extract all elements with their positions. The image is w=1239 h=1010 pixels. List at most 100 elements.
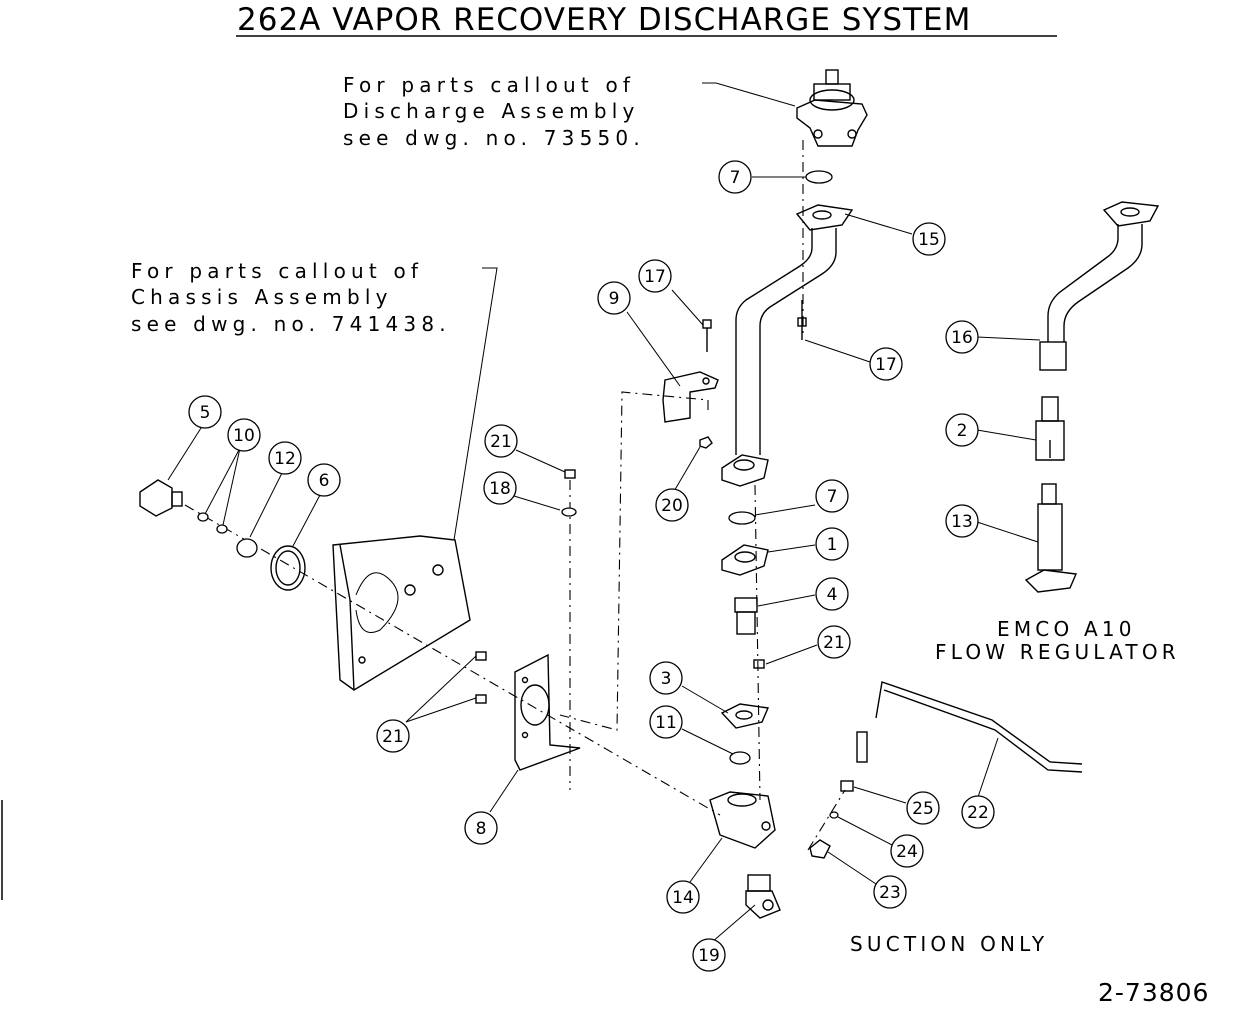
svg-text:15: 15 bbox=[918, 230, 940, 250]
callout-20: 20 bbox=[655, 488, 689, 522]
svg-text:11: 11 bbox=[655, 713, 677, 733]
svg-text:8: 8 bbox=[476, 819, 487, 839]
callout-6: 6 bbox=[307, 463, 341, 497]
callout-21-middle: 21 bbox=[817, 625, 851, 659]
regulator-fitting bbox=[1024, 483, 1078, 593]
sleeve bbox=[856, 731, 868, 763]
flow-regulator-body bbox=[1035, 396, 1065, 461]
flange bbox=[721, 544, 769, 576]
callout-18: 18 bbox=[483, 471, 517, 505]
svg-text:3: 3 bbox=[661, 669, 672, 689]
svg-text:4: 4 bbox=[827, 585, 838, 605]
suction-only-caption: SUCTION ONLY bbox=[850, 932, 1048, 956]
svg-text:Discharge Assembly: Discharge Assembly bbox=[343, 99, 640, 123]
svg-text:19: 19 bbox=[698, 946, 720, 966]
svg-text:1: 1 bbox=[827, 535, 838, 555]
callout-5: 5 bbox=[188, 395, 222, 429]
screw-21-middle bbox=[753, 659, 765, 669]
callout-7-top: 7 bbox=[718, 160, 752, 194]
callout-7-lower: 7 bbox=[815, 479, 849, 513]
small-ring-a bbox=[197, 512, 209, 522]
callout-9: 9 bbox=[597, 281, 631, 315]
callout-11: 11 bbox=[649, 705, 683, 739]
svg-text:21: 21 bbox=[823, 633, 845, 653]
bracket-upper bbox=[662, 371, 719, 423]
callout-2: 2 bbox=[945, 413, 979, 447]
callout-1: 1 bbox=[815, 527, 849, 561]
svg-text:see dwg. no. 741438.: see dwg. no. 741438. bbox=[131, 312, 451, 336]
svg-text:EMCO A10: EMCO A10 bbox=[997, 617, 1136, 641]
screw-lower bbox=[797, 300, 807, 340]
discharge-tube bbox=[721, 204, 854, 487]
svg-text:18: 18 bbox=[489, 479, 511, 499]
svg-text:21: 21 bbox=[490, 432, 512, 452]
fitting-23 bbox=[809, 839, 831, 859]
washer bbox=[561, 507, 577, 517]
svg-text:24: 24 bbox=[896, 842, 918, 862]
callout-24: 24 bbox=[890, 834, 924, 868]
svg-text:12: 12 bbox=[274, 449, 296, 469]
svg-text:6: 6 bbox=[319, 471, 330, 491]
inlet-gasket bbox=[720, 703, 770, 729]
svg-text:2: 2 bbox=[957, 421, 968, 441]
chassis-plate bbox=[332, 535, 471, 691]
screw-21-left-a bbox=[475, 651, 487, 661]
svg-text:17: 17 bbox=[644, 267, 666, 287]
nut-25 bbox=[840, 780, 854, 792]
ferrule-24 bbox=[829, 811, 839, 819]
callout-leaders bbox=[167, 176, 1041, 943]
callout-10: 10 bbox=[227, 418, 261, 452]
drawing-number: 2-73806 bbox=[1098, 978, 1209, 1007]
mounting-bracket bbox=[514, 653, 581, 771]
svg-text:FLOW REGULATOR: FLOW REGULATOR bbox=[935, 640, 1180, 664]
screw-21-upper bbox=[564, 469, 576, 479]
callout-13: 13 bbox=[945, 504, 979, 538]
svg-text:22: 22 bbox=[967, 803, 989, 823]
diagram-title: 262A VAPOR RECOVERY DISCHARGE SYSTEM bbox=[237, 2, 971, 38]
o-ring-top bbox=[805, 170, 833, 184]
svg-text:7: 7 bbox=[827, 487, 838, 507]
svg-text:13: 13 bbox=[951, 512, 973, 532]
elbow-fitting bbox=[745, 874, 781, 919]
callout-17-upper: 17 bbox=[638, 259, 672, 293]
chassis-assembly-note: For parts callout of Chassis Assembly se… bbox=[131, 259, 451, 336]
svg-text:16: 16 bbox=[951, 328, 973, 348]
chassis-note-leader bbox=[453, 267, 498, 541]
callout-14: 14 bbox=[666, 880, 700, 914]
tube-fitting bbox=[734, 597, 758, 635]
discharge-assembly-note: For parts callout of Discharge Assembly … bbox=[343, 73, 645, 150]
svg-text:7: 7 bbox=[730, 168, 741, 188]
o-ring-11 bbox=[729, 751, 751, 765]
rod bbox=[875, 681, 1083, 765]
svg-text:For parts callout of: For parts callout of bbox=[131, 259, 423, 283]
callout-12: 12 bbox=[268, 441, 302, 475]
svg-text:21: 21 bbox=[382, 727, 404, 747]
gasket bbox=[270, 545, 306, 591]
svg-text:For parts callout of: For parts callout of bbox=[343, 73, 635, 97]
callout-8: 8 bbox=[464, 811, 498, 845]
flow-regulator-caption: EMCO A10 FLOW REGULATOR bbox=[935, 617, 1180, 664]
callout-15: 15 bbox=[912, 222, 946, 256]
svg-text:17: 17 bbox=[875, 355, 897, 375]
callout-22: 22 bbox=[961, 795, 995, 829]
svg-text:Chassis Assembly: Chassis Assembly bbox=[131, 285, 393, 309]
callout-23: 23 bbox=[873, 875, 907, 909]
assembly-centerlines bbox=[184, 140, 846, 851]
svg-text:20: 20 bbox=[661, 496, 683, 516]
screw-21-left-b bbox=[475, 694, 487, 704]
callout-19: 19 bbox=[692, 938, 726, 972]
callout-21-left: 21 bbox=[376, 719, 410, 753]
svg-text:10: 10 bbox=[233, 426, 255, 446]
rod-edge bbox=[883, 689, 1083, 773]
screw-upper bbox=[702, 319, 712, 352]
callout-16: 16 bbox=[945, 320, 979, 354]
svg-text:see dwg. no. 73550.: see dwg. no. 73550. bbox=[343, 126, 645, 150]
svg-text:23: 23 bbox=[879, 883, 901, 903]
plug bbox=[139, 479, 183, 517]
svg-text:14: 14 bbox=[672, 888, 694, 908]
manifold bbox=[709, 791, 776, 849]
o-ring-lower bbox=[728, 511, 756, 525]
discharge-note-leader bbox=[702, 82, 796, 107]
